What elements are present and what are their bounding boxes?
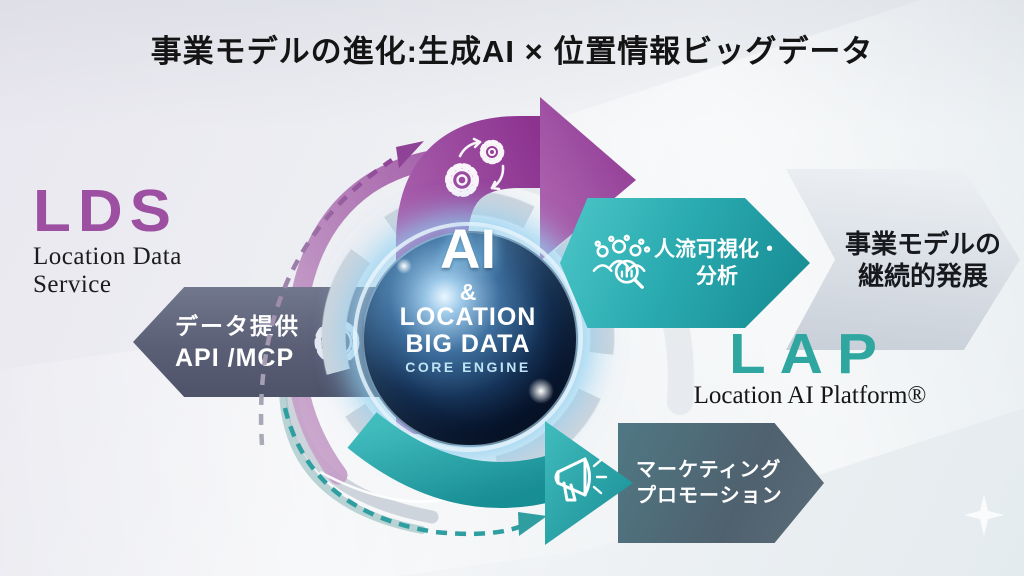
crowd-analysis-icon xyxy=(592,234,651,289)
marketing-label-1: マーケティング xyxy=(636,459,782,481)
ai-label: AI xyxy=(440,217,496,280)
core-engine-label: CORE ENGINE xyxy=(405,359,531,375)
page-title: 事業モデルの進化:生成AI × 位置情報ビッグデータ xyxy=(150,34,874,69)
ampersand-label: & xyxy=(459,279,477,305)
big-data-label: BIG DATA xyxy=(405,330,531,358)
data-provision-label: データ提供 xyxy=(175,313,300,339)
lap-subtitle: Location AI Platform® xyxy=(693,382,927,409)
location-label: LOCATION xyxy=(399,303,537,331)
business-growth-label-1: 事業モデルの xyxy=(844,228,1001,259)
gears-cycle-icon xyxy=(445,137,505,197)
lds-subtitle: Location Data Service xyxy=(33,243,182,298)
people-flow-label-2: 分析 xyxy=(696,265,738,288)
marketing-arrow: マーケティング プロモーション xyxy=(618,423,824,543)
people-flow-label-1: 人流可視化・ xyxy=(654,238,780,261)
lap-logo: LAP xyxy=(729,321,891,386)
business-growth-label-2: 継続的発展 xyxy=(857,260,988,291)
marketing-label-2: プロモーション xyxy=(636,485,783,507)
sparkle-decoration xyxy=(964,494,1004,536)
people-flow-arrow: 人流可視化・ 分析 xyxy=(560,198,810,328)
lds-logo: LDS xyxy=(33,178,178,245)
megaphone-icon xyxy=(554,457,608,502)
orb-glint xyxy=(528,378,554,404)
core-engine-labels: AI & LOCATION BIG DATA CORE ENGINE xyxy=(358,220,578,376)
lds-logo-block: LDS Location Data Service xyxy=(33,178,263,299)
lap-logo-block: LAP Location AI Platform® xyxy=(683,321,937,410)
api-mcp-label: API /MCP xyxy=(175,344,295,372)
